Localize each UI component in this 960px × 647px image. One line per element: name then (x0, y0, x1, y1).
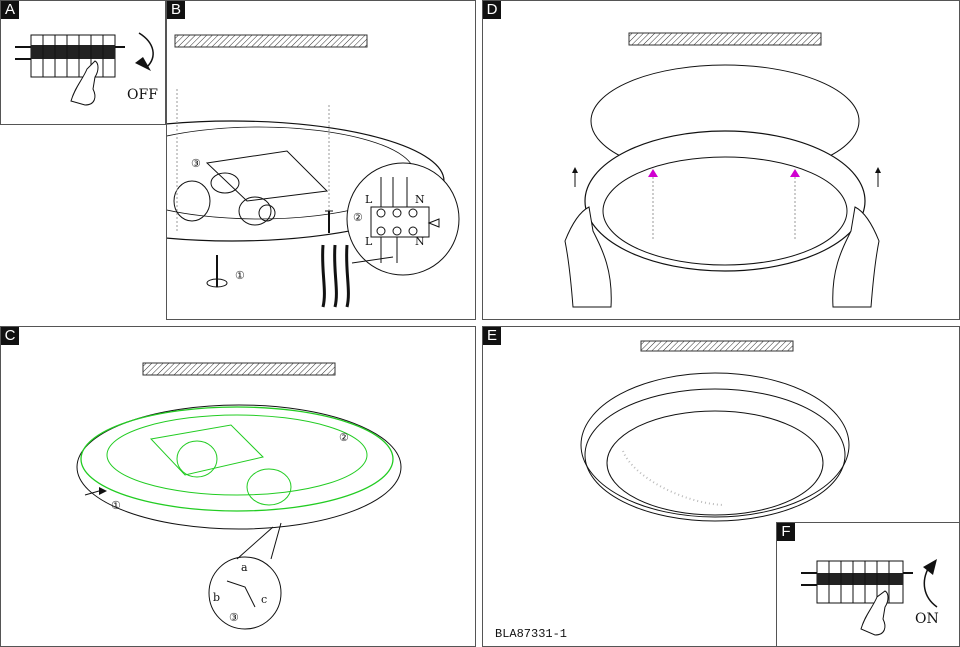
terminal-n-bottom: N (415, 235, 425, 248)
panel-f-tag: F (777, 523, 795, 541)
magenta-arrow-icon (790, 169, 800, 177)
step2-label: ② (353, 211, 363, 224)
terminal-l-top: L (365, 193, 373, 206)
green-plate (80, 406, 394, 512)
hand-icon (832, 206, 880, 308)
mounting-diagram (76, 362, 402, 630)
detail-a-label: a (241, 561, 248, 574)
detail-b-label: b (213, 591, 221, 604)
terminal-block-icon (346, 162, 460, 276)
panel-d-tag: D (483, 1, 501, 19)
hand-icon (70, 60, 99, 106)
panel-b-tag: B (167, 1, 185, 19)
hand-icon (564, 206, 612, 308)
finished-lamp-diagram (580, 340, 850, 522)
bulb-icon (173, 180, 211, 222)
panel-b: B ① ② ③ L (166, 0, 476, 320)
bulb-icon (176, 440, 218, 478)
fuse-box-icon (15, 32, 154, 106)
diffuser-outline (76, 404, 402, 530)
panel-d: D (482, 0, 960, 320)
panel-c: C ① ② ③ a b c (0, 326, 476, 647)
step3-label: ③ (229, 611, 239, 624)
hatched-ceiling-icon (628, 32, 822, 46)
rotate-arrow-icon (138, 32, 154, 68)
diffuser-ring (584, 130, 866, 272)
fuse-box-icon (801, 559, 938, 636)
step1-label: ① (235, 269, 245, 282)
detail-circle (208, 556, 282, 630)
panel-c-tag: C (1, 327, 19, 345)
model-code: BLA87331-1 (495, 627, 568, 641)
bulb-icon (246, 468, 292, 506)
terminal-l-bottom: L (365, 235, 373, 248)
step3-label: ③ (191, 157, 201, 170)
diffuser-removal-diagram (564, 32, 881, 308)
hatched-ceiling-icon (640, 340, 794, 352)
up-arrow-icon (572, 167, 578, 173)
panel-f: F ON (776, 522, 960, 647)
hatched-ceiling-icon (174, 34, 368, 48)
panel-e-tag: E (483, 327, 501, 345)
rotate-arrow-icon (923, 566, 938, 608)
off-label: OFF (127, 87, 158, 103)
panel-a: A OFF (0, 0, 166, 125)
step2-label: ② (339, 431, 349, 444)
bulb-socket-icon (210, 172, 240, 194)
detail-c-label: c (261, 593, 268, 606)
hatched-ceiling-icon (142, 362, 336, 376)
on-label: ON (915, 611, 939, 627)
screw-icon (325, 210, 333, 233)
panel-a-tag: A (1, 1, 19, 19)
step1-label: ① (111, 499, 121, 512)
ceiling-mount-diagram (167, 34, 460, 308)
hand-icon (860, 590, 889, 636)
screw-icon (206, 255, 228, 288)
magenta-arrow-icon (648, 169, 658, 177)
terminal-n-top: N (415, 193, 425, 206)
up-arrow-icon (875, 167, 881, 173)
lamp-outer (580, 372, 850, 518)
